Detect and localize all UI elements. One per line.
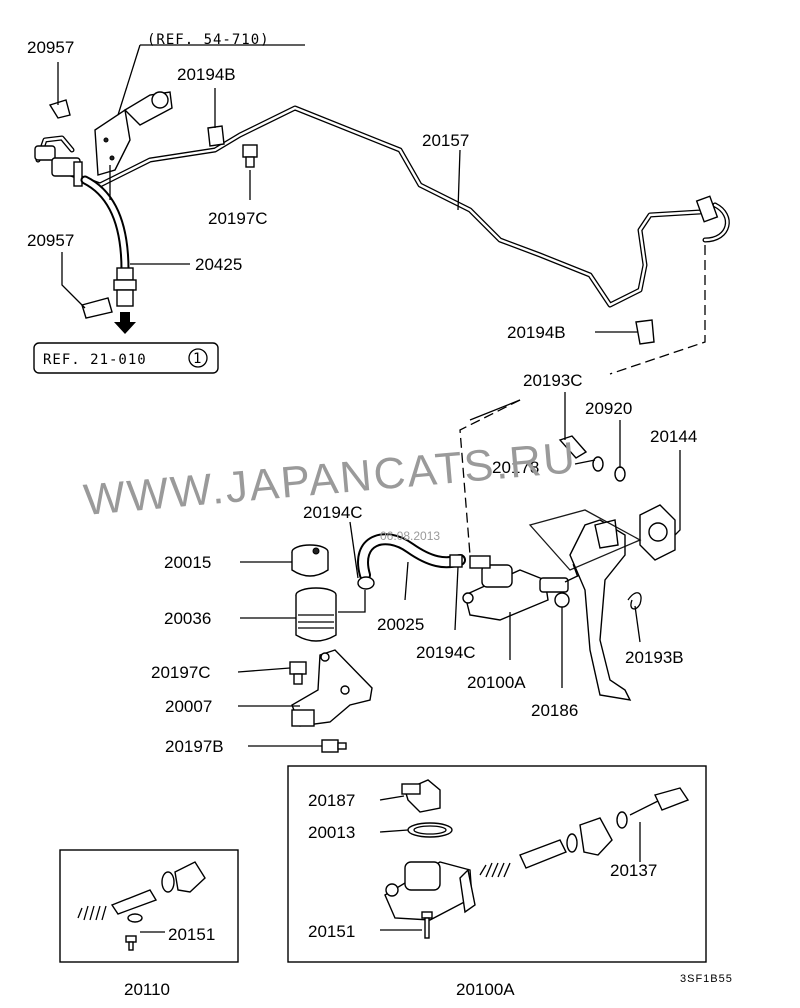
bolt-20197C-top (242, 144, 258, 168)
label-20100A-mid: 20100A (467, 673, 526, 692)
clip-20194B-top (207, 125, 225, 147)
arrow-down-icon (114, 312, 136, 334)
clip-20957-top (48, 99, 71, 119)
bracket-20007 (291, 649, 373, 727)
label-20194B-top: 20194B (177, 65, 236, 84)
label-20194C-bot: 20194C (416, 643, 476, 662)
bolt-20197B (321, 739, 347, 753)
ring-20920 (614, 466, 626, 482)
reservoir-cap-20015 (291, 544, 329, 577)
kit-20100A-parts (384, 779, 690, 939)
label-20151-left: 20151 (168, 925, 215, 944)
label-20957-top: 20957 (27, 38, 74, 57)
label-20157: 20157 (422, 131, 469, 150)
clip-20194B-mid (635, 319, 655, 345)
kit-box-20110 (59, 849, 239, 963)
label-ref-21-010: REF. 21-010 (43, 352, 147, 368)
label-20178: 20178 (492, 458, 539, 477)
leader-lines (57, 44, 706, 747)
ref-21-010-box: REF. 21-010 1 (33, 342, 219, 374)
pin-20193C (558, 435, 588, 459)
clip-20193B (627, 592, 642, 610)
master-cylinder-20100A-mid (462, 555, 569, 621)
clamp-20194C-bot (449, 554, 463, 568)
drawing-code: 3SF1B55 (680, 973, 733, 985)
reservoir-20036 (295, 587, 337, 642)
label-20100A-bot: 20100A (456, 980, 515, 999)
label-20425: 20425 (195, 255, 242, 274)
bolt-20197C-bot (289, 661, 307, 685)
label-20137: 20137 (610, 861, 657, 880)
label-20197B: 20197B (165, 737, 224, 756)
label-20186: 20186 (531, 701, 578, 720)
label-20193B: 20193B (625, 648, 684, 667)
label-20144: 20144 (650, 427, 697, 446)
clip-20957-mid (81, 297, 113, 319)
label-20197C-bot: 20197C (151, 663, 211, 682)
label-20194B-mid: 20194B (507, 323, 566, 342)
label-20197C-top: 20197C (208, 209, 268, 228)
kit-box-20100A (287, 765, 707, 963)
label-20007: 20007 (165, 697, 212, 716)
label-20015: 20015 (164, 553, 211, 572)
bracket-ref-54-710 (94, 91, 173, 200)
label-20957-mid: 20957 (27, 231, 74, 250)
ref-circle-number: 1 (193, 351, 202, 367)
watermark-date: 06.08.2013 (380, 529, 440, 543)
left-pipe-fitting (34, 135, 83, 187)
gasket-20144 (639, 504, 676, 561)
bushing-20186 (554, 592, 570, 608)
label-ref-54-710: (REF. 54-710) (147, 32, 270, 48)
reservoir-hose-20025 (357, 533, 466, 581)
label-20920: 20920 (585, 399, 632, 418)
kit-20110-parts (77, 861, 206, 951)
washer-20178 (592, 456, 604, 472)
label-20187: 20187 (308, 791, 355, 810)
clutch-pedal (569, 519, 632, 701)
clutch-pipe-20157 (57, 105, 730, 308)
label-20013: 20013 (308, 823, 355, 842)
clamp-20194C-top (357, 576, 375, 590)
label-20193C: 20193C (523, 371, 583, 390)
label-20194C-top: 20194C (303, 503, 363, 522)
clutch-hose-20425 (80, 175, 137, 307)
label-20025: 20025 (377, 615, 424, 634)
label-20151-right: 20151 (308, 922, 355, 941)
label-20110: 20110 (124, 980, 170, 999)
label-20036: 20036 (164, 609, 211, 628)
bottom-leaders (379, 795, 641, 931)
